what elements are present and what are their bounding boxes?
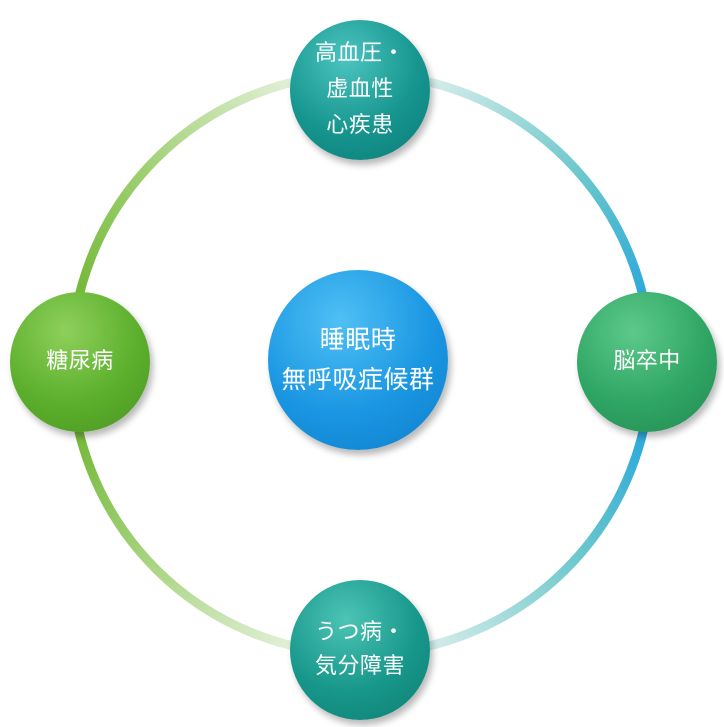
node-center-sleep-apnea: 睡眠時 無呼吸症候群 [268,270,448,450]
node-label-line: うつ病・ [314,620,405,645]
node-hypertension-heart-disease: 高血圧・ 虚血性 心疾患 [290,20,430,160]
center-label-line: 睡眠時 [319,325,397,354]
node-label-line: 虚血性 [326,77,394,102]
node-label: 脳卒中 [613,349,681,374]
node-diabetes: 糖尿病 [10,292,150,432]
node-label-line: 気分障害 [314,654,405,679]
node-label: 糖尿病 [46,349,114,374]
node-label-line: 心疾患 [326,113,394,138]
center-label-line: 無呼吸症候群 [281,365,435,394]
node-depression-mood-disorder: うつ病・ 気分障害 [290,580,430,720]
node-label-line: 高血圧・ [314,41,405,66]
node-stroke: 脳卒中 [577,292,717,432]
